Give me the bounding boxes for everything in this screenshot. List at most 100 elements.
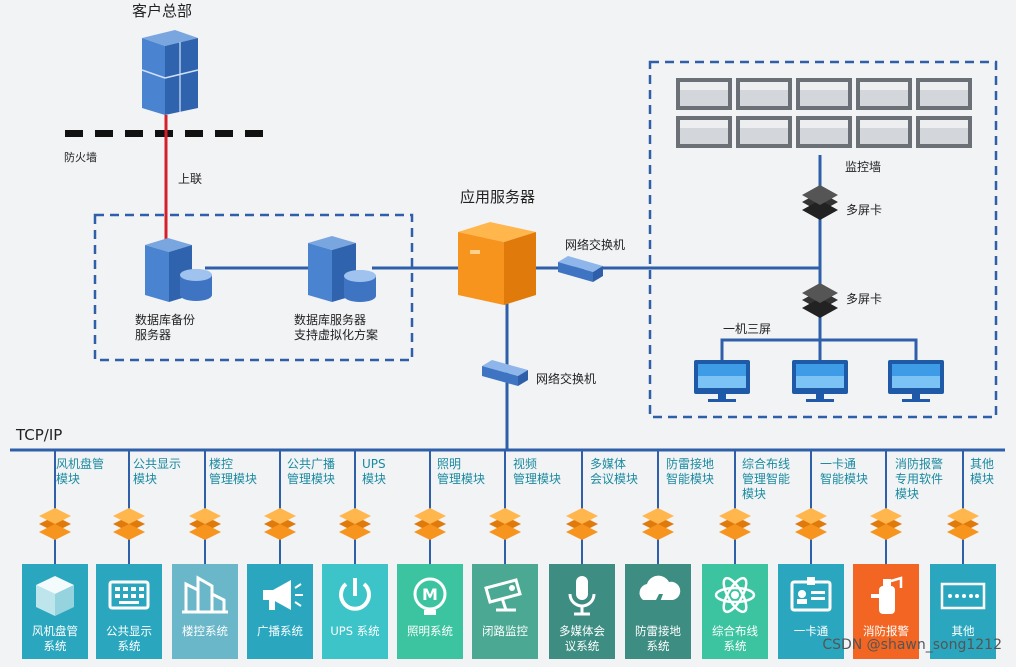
system-label: 照明系统 (407, 624, 453, 638)
uplink-label: 上联 (178, 172, 203, 186)
wall-screen-icon (856, 116, 912, 148)
switch-down-icon (482, 360, 528, 386)
system-label: 防雷接地 系统 (635, 624, 681, 653)
module-label-7: 多媒体 会议模块 (590, 457, 639, 486)
hub-diamond-icon-4 (339, 508, 371, 540)
hub-diamond-icon-7 (566, 508, 598, 540)
multi-card-label-1: 多屏卡 (846, 203, 883, 217)
wall-screen-icon (856, 78, 912, 110)
app-server-label: 应用服务器 (460, 188, 536, 206)
wall-screen-icon (676, 78, 732, 110)
module-label-0: 风机盘管 模块 (56, 457, 105, 486)
module-label-6: 视频 管理模块 (513, 457, 562, 486)
monitor-icon-0 (694, 360, 750, 402)
module-label-1: 公共显示 模块 (133, 457, 182, 486)
module-label-5: 照明 管理模块 (437, 457, 486, 486)
system-label: 其他 (951, 624, 975, 638)
system-tile-11: 消防报警 (853, 564, 919, 659)
wall-screen-icon (916, 78, 972, 110)
hub-diamond-icon-8 (642, 508, 674, 540)
watermark: CSDN @shawn_song1212 (822, 637, 1002, 653)
monitor-wall-icon (676, 78, 972, 148)
monitor-box (648, 60, 998, 419)
system-tile-4: UPS 系统 (322, 564, 388, 659)
system-tile-2: 楼控系统 (172, 564, 238, 659)
module-label-4: UPS 模块 (362, 457, 387, 486)
module-label-10: 一卡通 智能模块 (820, 457, 869, 486)
module-label-2: 楼控 管理模块 (209, 457, 258, 486)
multi-card-icon-2 (802, 283, 838, 318)
wall-screen-icon (736, 78, 792, 110)
monitor-wall-label: 监控墙 (845, 160, 882, 174)
three-monitors (694, 360, 944, 402)
db-server-icon (308, 236, 376, 302)
hub-diamond-icon-0 (39, 508, 71, 540)
atom-icon (702, 564, 768, 626)
camera-icon (472, 564, 538, 626)
system-tile-0: 风机盘管 系统 (22, 564, 88, 659)
wall-screen-icon (796, 78, 852, 110)
tcpip-label: TCP/IP (16, 426, 63, 444)
db-backup-server-icon (145, 238, 212, 302)
microphone-icon (549, 564, 615, 626)
system-tile-7: 多媒体会 议系统 (549, 564, 615, 659)
hub-diamond-icon-10 (795, 508, 827, 540)
lamp-icon: M (397, 564, 463, 626)
hub-diamond-icon-11 (870, 508, 902, 540)
system-tile-9: 综合布线 系统 (702, 564, 768, 659)
system-tile-3: 广播系统 (247, 564, 313, 659)
system-tile-6: 闭路监控 (472, 564, 538, 659)
switch-down-label: 网络交换机 (536, 372, 597, 386)
module-label-9: 综合布线 管理智能 模块 (742, 457, 791, 501)
system-tile-12: 其他 (930, 564, 996, 659)
hub-diamond-icon-2 (189, 508, 221, 540)
hub-diamond-icon-3 (264, 508, 296, 540)
db-backup-label: 数据库备份 服务器 (135, 313, 196, 342)
keyboard-icon (96, 564, 162, 626)
hub-diamond-icon-6 (489, 508, 521, 540)
monitor-icon-1 (792, 360, 848, 402)
module-label-3: 公共广播 管理模块 (287, 457, 336, 486)
module-label-8: 防雷接地 智能模块 (666, 457, 715, 486)
hub-diamond-icon-9 (719, 508, 751, 540)
dots-icon (930, 564, 996, 626)
system-label: 消防报警 (863, 624, 909, 638)
wall-screen-icon (676, 116, 732, 148)
system-label: 广播系统 (257, 624, 303, 638)
system-tile-5: M 照明系统 (397, 564, 463, 659)
db-server-label: 数据库服务器 支持虚拟化方案 (294, 313, 379, 342)
monitor-icon-2 (888, 360, 944, 402)
switch-right-icon (558, 256, 603, 282)
system-tile-8: 防雷接地 系统 (625, 564, 691, 659)
system-label: UPS 系统 (330, 624, 380, 638)
hq-server-icon (141, 30, 199, 115)
system-label: 多媒体会 议系统 (559, 624, 605, 653)
db-cluster-box (93, 213, 414, 362)
system-label: 闭路监控 (482, 624, 528, 638)
power-icon (322, 564, 388, 626)
building-icon (172, 564, 238, 626)
lightning-icon (625, 564, 691, 626)
firewall-label: 防火墙 (64, 151, 97, 164)
multi-card-label-2: 多屏卡 (846, 292, 883, 306)
module-label-12: 其他 模块 (970, 457, 995, 486)
app-server-icon (458, 222, 536, 305)
network-links (10, 155, 1005, 452)
wall-screen-icon (736, 116, 792, 148)
system-label: 楼控系统 (182, 624, 228, 638)
bus-drops (54, 450, 964, 565)
hq-label: 客户总部 (132, 2, 193, 20)
svg-text:M: M (422, 585, 438, 604)
wall-screen-icon (916, 116, 972, 148)
switch-right-label: 网络交换机 (565, 238, 626, 252)
firewall-line (65, 130, 263, 137)
hub-diamond-icon-5 (414, 508, 446, 540)
hub-diamond-icon-1 (113, 508, 145, 540)
system-tile-10: 一卡通 (778, 564, 844, 659)
one-three-screen-label: 一机三屏 (723, 322, 772, 336)
extinguisher-icon (853, 564, 919, 626)
module-hub-icons (39, 508, 979, 540)
system-tile-1: 公共显示 系统 (96, 564, 162, 659)
